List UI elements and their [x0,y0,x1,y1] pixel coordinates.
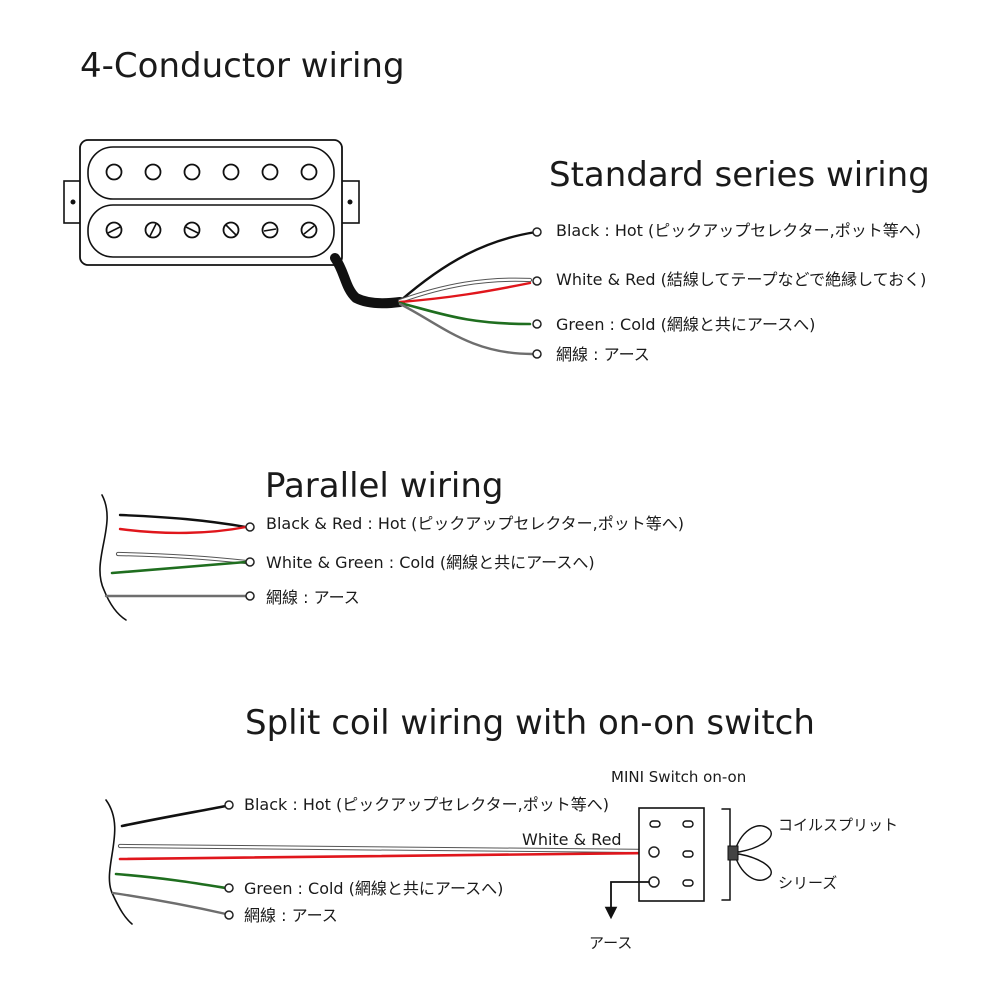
pole-screw [300,221,318,239]
standard-title: Standard series wiring [549,155,930,195]
lever-up [734,825,772,853]
mounting-ear-right-hole [347,199,353,205]
parallel-label-black-red: Black & Red : Hot (ピックアップセレクター,ポット等へ) [266,514,684,533]
coil-top [87,146,335,200]
wire-shield [398,302,534,356]
lug [682,820,694,828]
standard-label-green: Green : Cold (網線と共にアースへ) [556,315,815,334]
cable-cut-edge-parallel [99,494,127,621]
standard-label-black: Black : Hot (ピックアップセレクター,ポット等へ) [556,221,921,240]
pole-piece [261,163,279,181]
wire-black [118,513,248,529]
pole-screw [144,221,162,239]
switch-body [638,807,705,902]
terminal [532,349,542,359]
split-wires [111,804,654,916]
wire-white-core [118,844,653,853]
lug [682,879,694,887]
pole-piece [300,163,318,181]
pole-screw [105,221,123,239]
lever-down [734,853,772,881]
pole-screw [222,221,240,239]
terminal [245,591,255,601]
wire-white-core [116,552,248,564]
wire-red [398,281,532,304]
terminal [532,276,542,286]
parallel-wires [104,513,249,598]
pole-piece [105,163,123,181]
split-title: Split coil wiring with on-on switch [245,703,815,743]
humbucker-pickup [63,139,360,266]
position-series-label: シリーズ [778,874,837,892]
ground-label: アース [589,934,632,952]
pole-screw [261,221,279,239]
pole-screw [183,221,201,239]
toggle-lever-icon [727,825,772,881]
terminal [224,800,234,810]
wire-red [118,851,653,861]
mounting-ear-left-hole [70,199,76,205]
page-title: 4-Conductor wiring [80,46,405,86]
standard-cable [330,253,405,309]
lug-connected [648,846,660,858]
lever-pivot [727,845,739,861]
wire-black [398,230,538,303]
position-split-label: コイルスプリット [778,816,898,834]
wire-white-core [398,278,532,303]
pole-pieces-top [105,163,318,181]
split-label-black: Black : Hot (ピックアップセレクター,ポット等へ) [244,795,609,814]
wire-green [398,301,532,326]
pole-piece [222,163,240,181]
standard-label-shield: 網線 : アース [556,345,650,364]
wire-red [118,525,248,535]
wire-green [110,560,248,575]
parallel-label-shield: 網線 : アース [266,588,360,607]
lug-connected [648,876,660,888]
split-label-green: Green : Cold (網線と共にアースへ) [244,879,503,898]
terminal [245,557,255,567]
split-label-shield: 網線 : アース [244,906,338,925]
wire-black [120,804,228,828]
standard-label-white-red: White & Red (結線してテープなどで絶縁しておく) [556,270,926,289]
terminal [532,319,542,329]
ground-wire [604,881,650,920]
mini-switch [604,807,705,920]
terminal [224,883,234,893]
parallel-label-white-green: White & Green : Cold (網線と共にアースへ) [266,553,595,572]
standard-terminals [532,227,542,359]
parallel-title: Parallel wiring [265,466,504,506]
cable-sheath [330,253,405,309]
coil-bottom [87,204,335,258]
switch-title: MINI Switch on-on [611,768,746,786]
terminal [224,910,234,920]
lug [682,850,694,858]
wire-green [114,872,228,890]
pole-piece [144,163,162,181]
lug [649,820,661,828]
cable-cut-edge-split [105,799,133,925]
wire-shield [111,891,228,916]
terminal [532,227,542,237]
pole-piece [183,163,201,181]
pole-screws-bottom [105,221,318,239]
standard-wires [397,230,538,356]
terminal [245,522,255,532]
split-label-white-red: White & Red [522,830,622,849]
